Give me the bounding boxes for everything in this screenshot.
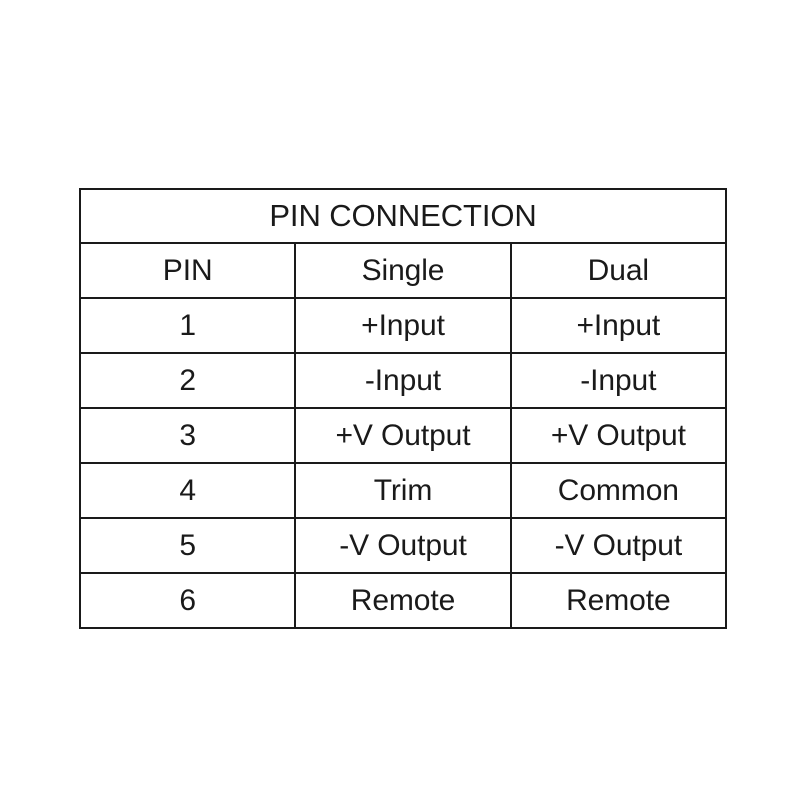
cell-pin: 3 [78,407,297,464]
cell-pin: 2 [78,352,297,409]
cell-pin: 4 [78,462,297,519]
table-row: 3 +V Output +V Output [78,407,728,464]
cell-dual: +V Output [509,407,728,464]
table-title: PIN CONNECTION [79,188,727,244]
column-header-single: Single [294,242,512,299]
cell-single: +Input [294,297,512,354]
table-title-row: PIN CONNECTION [79,188,727,244]
cell-dual: Remote [509,572,728,629]
cell-dual: Common [509,462,728,519]
table-row: 2 -Input -Input [78,352,728,409]
table-header-row: PIN Single Dual [78,242,728,299]
cell-single: -V Output [294,517,512,574]
cell-pin: 5 [78,517,297,574]
table-row: 1 +Input +Input [78,297,728,354]
cell-single: +V Output [294,407,512,464]
cell-pin: 1 [78,297,297,354]
cell-pin: 6 [78,572,297,629]
pin-connection-table: PIN CONNECTION PIN Single Dual 1 +Input … [78,188,728,629]
cell-dual: -V Output [509,517,728,574]
table-body: PIN CONNECTION PIN Single Dual 1 +Input … [78,188,728,629]
cell-dual: -Input [509,352,728,409]
column-header-dual: Dual [509,242,728,299]
cell-single: -Input [294,352,512,409]
table-row: 4 Trim Common [78,462,728,519]
cell-dual: +Input [509,297,728,354]
column-header-pin: PIN [78,242,297,299]
cell-single: Remote [294,572,512,629]
table-row: 6 Remote Remote [78,572,728,629]
table-row: 5 -V Output -V Output [78,517,728,574]
cell-single: Trim [294,462,512,519]
